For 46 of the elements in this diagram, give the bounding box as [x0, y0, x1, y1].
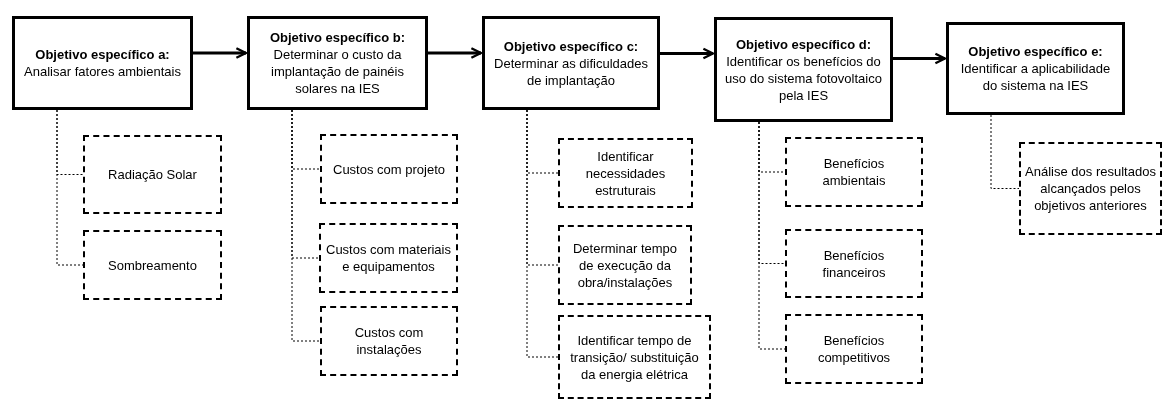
connector-line [990, 114, 1020, 189]
box-text: Analisar fatores ambientais [24, 63, 181, 80]
box-text: Benefícios competitivos [816, 332, 892, 366]
box-text: Identificar os benefícios do uso do sistema fotovoltaico pela IES [724, 52, 883, 104]
box-text: Benefícios financeiros [821, 246, 887, 281]
task-box [558, 138, 693, 208]
box-text: Determinar o custo da implantação de painéis solares na IES [270, 46, 405, 97]
objective-box [12, 16, 193, 110]
objective-heading: Objetivo específico a: [35, 46, 170, 63]
task-box [83, 135, 222, 214]
arrow [428, 47, 483, 59]
objective-heading: Objetivo específico d: [735, 35, 872, 53]
box-text: Radiação Solar [108, 166, 197, 183]
box-text: Identificar tempo de transição/ substituição da energia elétrica [569, 331, 700, 383]
connector-line [526, 109, 559, 358]
box-text: Custos com projeto [333, 160, 445, 178]
objective-heading: Objetivo específico b: [269, 29, 406, 46]
task-box [558, 225, 692, 305]
box-text: Determinar tempo de execução da obra/instalações [571, 239, 678, 291]
task-box [785, 314, 923, 384]
task-box [320, 134, 458, 204]
task-box [785, 229, 923, 298]
box-text: Identificar a aplicabilidade do sistema na IES [959, 60, 1112, 94]
objective-box [714, 17, 893, 122]
task-box [785, 137, 923, 207]
objective-heading: Objetivo específico e: [968, 43, 1103, 60]
objective-box [247, 16, 428, 110]
task-box [83, 230, 222, 300]
objective-heading: Objetivo específico c: [503, 37, 639, 55]
box-text: Sombreamento [108, 256, 197, 274]
box-text: Benefícios ambientais [821, 155, 887, 189]
arrow [193, 47, 248, 59]
task-box [1019, 142, 1162, 235]
box-text: Análise dos resultados alcançados pelos objetivos anteriores [1025, 163, 1156, 214]
arrow [893, 52, 947, 65]
task-box [319, 223, 458, 293]
box-text: Identificar necessidades estruturais [584, 147, 667, 199]
task-box [558, 315, 711, 399]
objective-box [482, 16, 660, 110]
connector-line [291, 109, 321, 342]
objective-box [946, 22, 1125, 115]
box-text: Custos com instalações [353, 324, 425, 358]
box-text: Determinar as dificuldades de implantação [493, 54, 649, 89]
arrow [660, 47, 715, 60]
task-box [320, 306, 458, 376]
box-text: Custos com materiais e equipamentos [325, 241, 452, 275]
